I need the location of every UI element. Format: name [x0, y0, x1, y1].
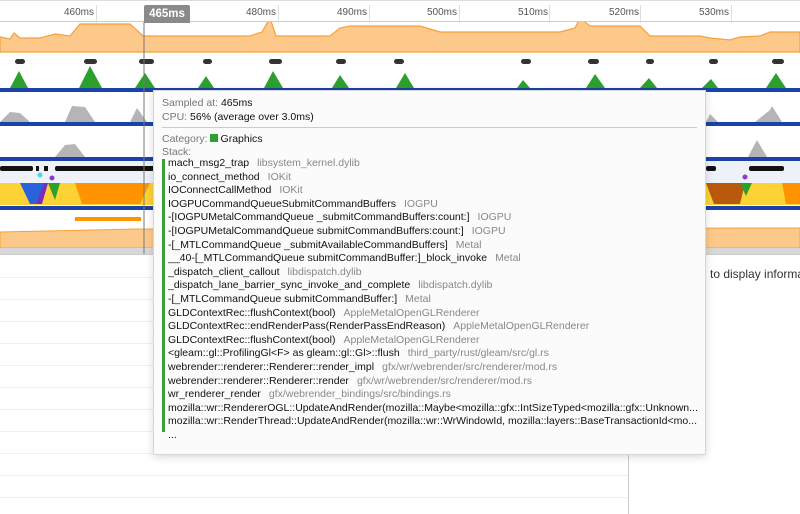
- divider: [162, 127, 697, 128]
- stack-frame: -[IOGPUMetalCommandQueue _submitCommandB…: [168, 211, 698, 225]
- category-row: Category:Graphics: [162, 133, 263, 145]
- frame-function: -[IOGPUMetalCommandQueue _submitCommandB…: [168, 211, 470, 224]
- stack-frame: webrender::renderer::Renderer::render gfx…: [168, 375, 698, 389]
- frame-library: Metal: [455, 238, 482, 251]
- category-swatch: [209, 134, 218, 142]
- tick-label: 530ms: [699, 7, 730, 18]
- frame-library: Metal: [405, 292, 431, 305]
- frame-function: GLDContextRec::flushContext(bool): [168, 333, 336, 346]
- marker-pills: [15, 59, 784, 64]
- frame-library: IOGPU: [404, 197, 438, 210]
- stack-frame: <gleam::gl::ProfilingGl<F> as gleam::gl:…: [168, 347, 698, 361]
- tick-label: 500ms: [427, 7, 458, 18]
- frame-function: GLDContextRec::flushContext(bool): [168, 306, 336, 319]
- frame-library: AppleMetalOpenGLRenderer: [343, 333, 480, 346]
- frame-library: third_party/rust/gleam/src/gl.rs: [407, 347, 549, 360]
- marker-bars: [0, 166, 784, 171]
- sampled-at-value: 465ms: [220, 97, 253, 109]
- frame-function: io_connect_method: [168, 170, 260, 183]
- frame-function: -[_MTLCommandQueue _submitAvailableComma…: [168, 238, 448, 251]
- frame-function: __40-[_MTLCommandQueue submitCommandBuff…: [168, 252, 488, 265]
- stack-frame: _dispatch_lane_barrier_sync_invoke_and_c…: [168, 279, 698, 293]
- frame-library: IOKit: [267, 170, 291, 183]
- tick-label: 460ms: [64, 7, 95, 18]
- frame-function: _dispatch_lane_barrier_sync_invoke_and_c…: [168, 279, 411, 292]
- frame-library: libsystem_kernel.dylib: [257, 157, 360, 169]
- tick-line: [640, 5, 641, 23]
- thread-graph-2: [55, 140, 767, 157]
- sidebar-message: to display informati: [710, 267, 800, 281]
- tick-line: [278, 5, 279, 23]
- stack-frame: __40-[_MTLCommandQueue submitCommandBuff…: [168, 252, 698, 266]
- frame-library: Metal: [495, 252, 521, 265]
- cpu-value: 56% (average over 3.0ms): [190, 111, 314, 123]
- stack-frame: mozilla::wr::RendererOGL::UpdateAndRende…: [168, 402, 698, 416]
- tick-line: [459, 5, 460, 23]
- tick-label: 490ms: [337, 7, 368, 18]
- frame-library: IOGPU: [477, 211, 512, 224]
- stack-frame: _dispatch_client_callout libdispatch.dyli…: [168, 266, 698, 280]
- cpu-graph: [0, 22, 800, 53]
- frame-function: wr_renderer_render: [168, 388, 261, 401]
- stack-frame: mach_msg2_trap libsystem_kernel.dylib: [168, 157, 698, 171]
- stack-frame: io_connect_method IOKit: [168, 171, 698, 185]
- thread-graph-1: [0, 106, 782, 122]
- tick-line: [731, 5, 732, 23]
- stack-ellipsis: ...: [168, 428, 177, 441]
- frame-function: -[IOGPUMetalCommandQueue submitCommandBu…: [168, 224, 464, 237]
- tick-label: 480ms: [246, 7, 277, 18]
- frame-library: IOKit: [279, 184, 303, 197]
- stack-frame: IOConnectCallMethod IOKit: [168, 184, 698, 198]
- sampled-at-row: Sampled at: 465ms: [162, 97, 253, 109]
- timeline-ruler[interactable]: 460ms 480ms 490ms 500ms 510ms 520ms 530m…: [0, 0, 800, 23]
- frame-library: AppleMetalOpenGLRenderer: [453, 320, 590, 333]
- frame-function: IOConnectCallMethod: [168, 184, 272, 197]
- stack-frame: -[_MTLCommandQueue _submitAvailableComma…: [168, 239, 698, 253]
- stack-frame: GLDContextRec::flushContext(bool) AppleMe…: [168, 334, 698, 348]
- frame-function: GLDContextRec::endRenderPass(RenderPassE…: [168, 320, 446, 333]
- stack-frame: IOGPUCommandQueueSubmitCommandBuffers IOG…: [168, 198, 698, 212]
- frame-function: webrender::renderer::Renderer::render_im…: [168, 360, 375, 373]
- category-bar: [162, 159, 165, 432]
- frame-function: _dispatch_client_callout: [168, 265, 280, 278]
- frame-library: libdispatch.dylib: [418, 279, 493, 292]
- tick-line: [96, 5, 97, 23]
- graphics-peaks: [10, 66, 786, 88]
- tick-label: 510ms: [518, 7, 549, 18]
- category-value: Graphics: [220, 133, 263, 145]
- frame-function: mozilla::wr::RenderThread::UpdateAndRend…: [168, 415, 697, 428]
- orange-marker: [75, 217, 141, 221]
- frame-function: <gleam::gl::ProfilingGl<F> as gleam::gl:…: [168, 347, 400, 360]
- frame-function: mach_msg2_trap: [168, 157, 250, 169]
- stack-frame: mozilla::wr::RenderThread::UpdateAndRend…: [168, 415, 698, 429]
- tick-line: [369, 5, 370, 23]
- stack-frame: GLDContextRec::flushContext(bool) AppleMe…: [168, 307, 698, 321]
- stack-frame: -[_MTLCommandQueue submitCommandBuffer:]…: [168, 293, 698, 307]
- frame-function: mozilla::wr::RendererOGL::UpdateAndRende…: [168, 401, 698, 414]
- frame-function: IOGPUCommandQueueSubmitCommandBuffers: [168, 197, 396, 210]
- tick-line: [549, 5, 550, 23]
- stack-frame: -[IOGPUMetalCommandQueue submitCommandBu…: [168, 225, 698, 239]
- frame-library: gfx/webrender_bindings/src/bindings.rs: [268, 388, 451, 401]
- stack-frame: webrender::renderer::Renderer::render_im…: [168, 361, 698, 375]
- cpu-row: CPU: 56% (average over 3.0ms): [162, 111, 314, 123]
- frame-library: IOGPU: [471, 224, 506, 237]
- frame-library: AppleMetalOpenGLRenderer: [343, 306, 480, 319]
- frame-library: libdispatch.dylib: [287, 265, 362, 278]
- stack-frame: wr_renderer_render gfx/webrender_bindings…: [168, 388, 698, 402]
- stack-frame: GLDContextRec::endRenderPass(RenderPassE…: [168, 320, 698, 334]
- selection-time-label: 465ms: [144, 5, 190, 23]
- stack-label: Stack:: [162, 146, 192, 158]
- tick-label: 520ms: [609, 7, 640, 18]
- frame-function: -[_MTLCommandQueue submitCommandBuffer:]: [168, 292, 398, 305]
- frame-library: gfx/wr/webrender/src/renderer/mod.rs: [356, 374, 532, 387]
- frame-library: gfx/wr/webrender/src/renderer/mod.rs: [382, 360, 558, 373]
- frame-function: webrender::renderer::Renderer::render: [168, 374, 349, 387]
- sample-tooltip: Sampled at: 465ms CPU: 56% (average over…: [153, 90, 706, 455]
